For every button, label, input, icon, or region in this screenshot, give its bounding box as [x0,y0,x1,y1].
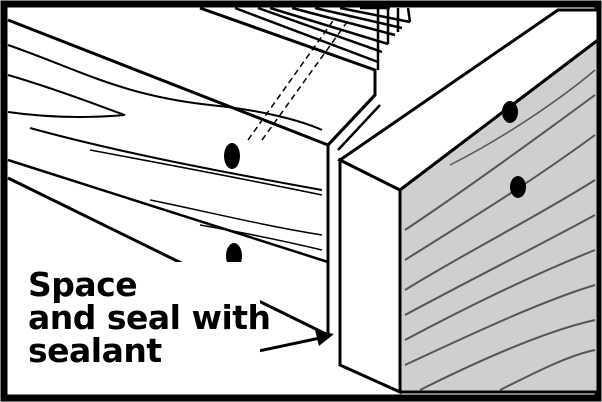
end-board-front-face [337,8,600,395]
callout-label: Space and seal with sealant [28,268,271,367]
horizontal-deck-board [7,6,377,337]
callout-background [20,262,260,378]
callout-line-3: sealant [28,331,162,370]
fastener-hole-icon [224,143,240,169]
fastener-hole-icon [510,176,526,198]
sealant-gap [326,93,381,151]
end-board-side-face [398,36,600,394]
callout-line-2: and seal with [28,298,271,337]
fastener-hole-icon [502,101,518,123]
callout-line-1: Space [28,265,138,304]
